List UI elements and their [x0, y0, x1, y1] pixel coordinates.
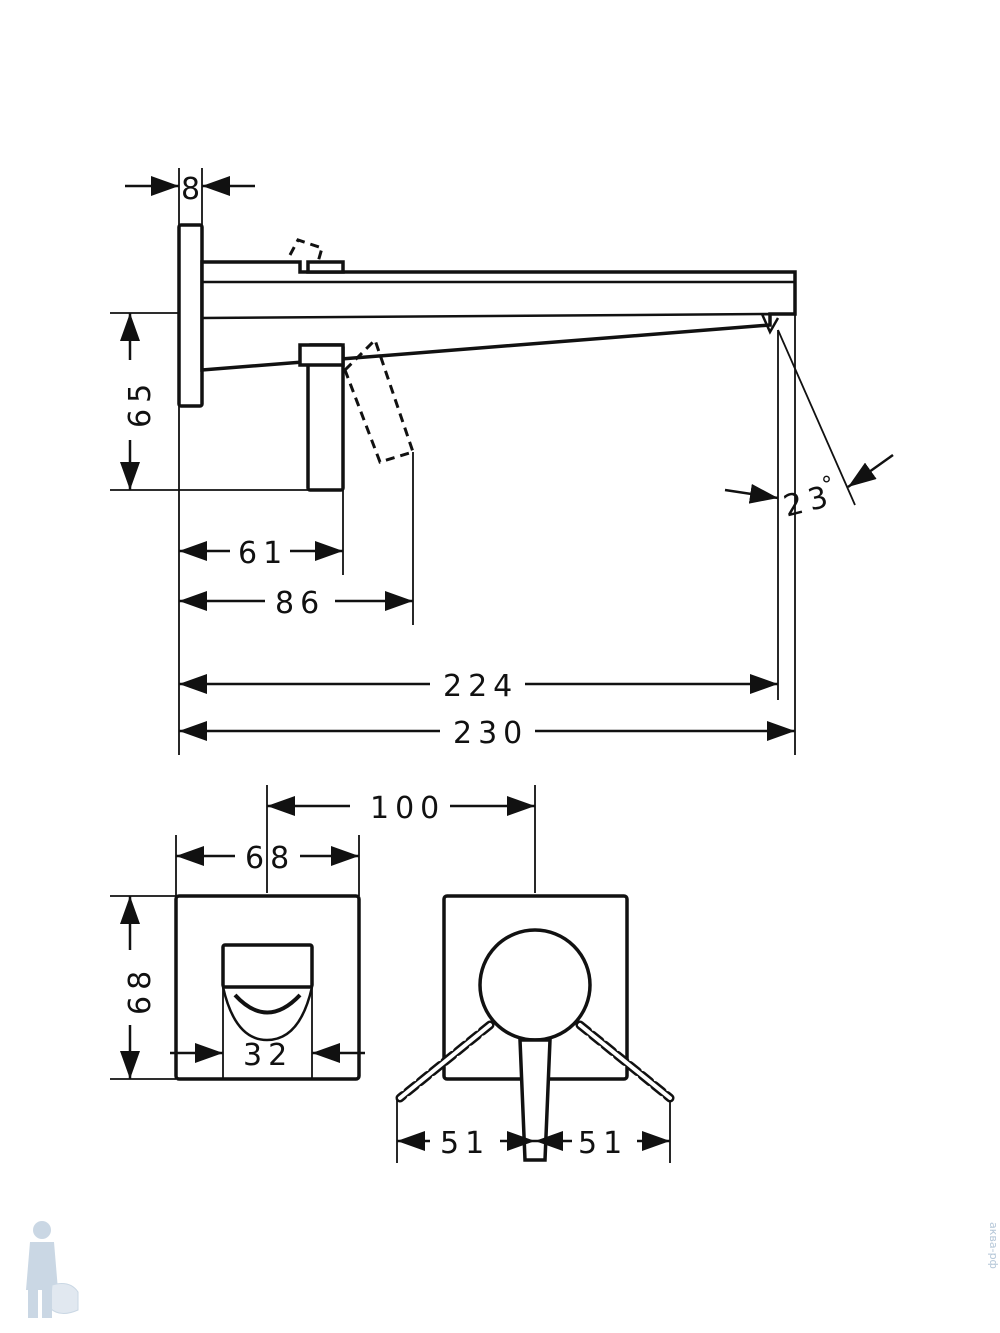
dim-projection-total-label: 230 — [453, 716, 528, 751]
dim-lever-left-label: 51 — [440, 1126, 490, 1161]
dim-handle-offset: 61 — [179, 536, 343, 571]
dim-outlet-width-label: 32 — [243, 1038, 293, 1073]
dim-projection-inner-label: 224 — [443, 669, 518, 704]
handle-rotated-lever — [343, 337, 415, 464]
spout-outlet-top — [221, 943, 314, 989]
plumber-toilet-logo-icon — [26, 1221, 79, 1318]
dim-plate-thickness: 8 — [125, 172, 255, 207]
dim-lever-swing: 51 51 — [397, 1126, 670, 1161]
dim-center-distance-label: 100 — [370, 791, 445, 826]
dim-lever-right-label: 51 — [578, 1126, 628, 1161]
spout-outlet-aerator — [233, 993, 302, 1015]
handle-cap — [306, 260, 345, 274]
handle-rotated-top — [288, 238, 324, 263]
front-view-mixer — [266, 785, 675, 1163]
dim-plate-thickness-label: 8 — [181, 172, 206, 207]
mixer-handle-disc — [478, 928, 592, 1042]
front-view-spout — [110, 835, 361, 1081]
dim-plate-height-label: 68 — [123, 965, 158, 1015]
spout-underside — [201, 312, 771, 320]
dim-spout-angle-degree: ° — [821, 473, 838, 498]
dim-center-distance: 100 — [267, 791, 535, 826]
dim-outlet-width: 32 — [170, 1038, 365, 1073]
wall-plate — [177, 223, 204, 408]
dim-spout-angle: 23 ° — [724, 453, 894, 524]
dim-handle-offset-label: 61 — [238, 536, 288, 571]
dim-projection-inner: 224 — [179, 669, 778, 704]
watermark-side-text: аква-рф — [987, 1222, 1000, 1269]
side-view-extension-lines — [110, 168, 856, 755]
handle-collar — [298, 343, 345, 367]
outlet-aerator — [760, 313, 780, 335]
dim-height-to-outlet-label: 65 — [123, 378, 158, 428]
dim-handle-swing-label: 86 — [275, 586, 325, 621]
mixer-lever — [518, 1038, 552, 1162]
side-view — [177, 223, 797, 492]
dim-projection-total: 230 — [179, 716, 795, 751]
spout-outlet-curve — [221, 986, 314, 1042]
dim-plate-height: 68 — [120, 896, 158, 1079]
dim-height-to-outlet: 65 — [120, 313, 158, 490]
dim-plate-width-label: 68 — [245, 841, 295, 876]
dim-handle-swing: 86 — [179, 586, 413, 621]
